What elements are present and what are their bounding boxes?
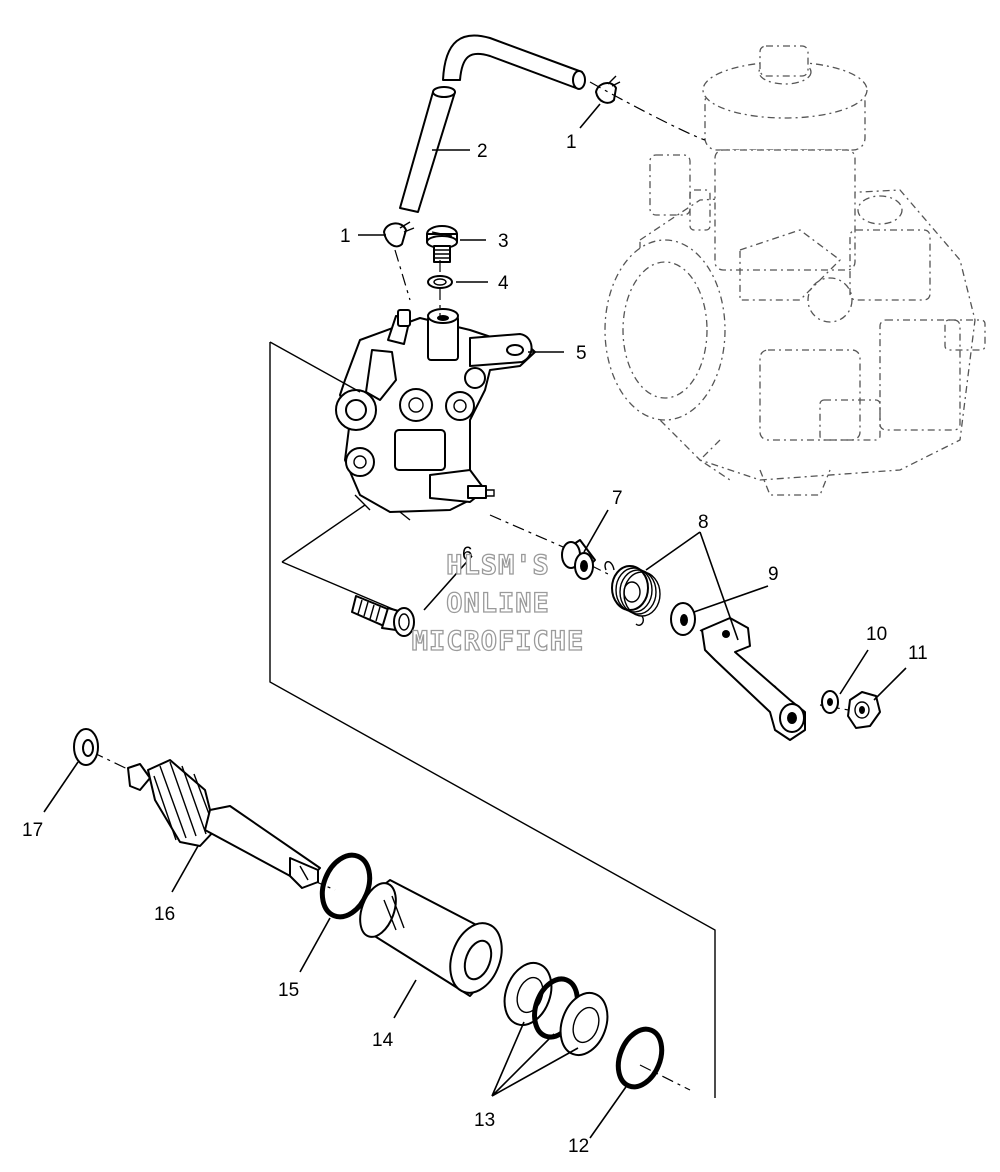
callout-numbers: 1 1 2 3 4 5 6 7 8 9 10 11 12 13 14 15 16… bbox=[22, 132, 928, 1157]
callout-12: 12 bbox=[568, 1136, 589, 1157]
watermark-line-1: HLSM'S bbox=[446, 550, 550, 581]
callout-1-top: 1 bbox=[566, 132, 577, 153]
hose-clamp-left bbox=[383, 221, 415, 248]
lock-washer bbox=[821, 690, 839, 714]
shim-set bbox=[503, 962, 609, 1056]
control-lever bbox=[701, 617, 806, 741]
oil-pump-body bbox=[335, 308, 536, 521]
drive-sleeve bbox=[561, 539, 596, 580]
callout-1-left: 1 bbox=[340, 226, 351, 247]
callout-11: 11 bbox=[908, 643, 928, 664]
drive-gear-shaft bbox=[127, 759, 321, 889]
retaining-ring bbox=[615, 1026, 665, 1090]
callout-8: 8 bbox=[698, 512, 709, 533]
watermark-line-2: ONLINE bbox=[446, 588, 550, 619]
thrust-washer bbox=[73, 728, 99, 766]
callout-5: 5 bbox=[576, 343, 587, 364]
callout-15: 15 bbox=[278, 980, 299, 1001]
hex-nut bbox=[847, 691, 881, 729]
o-ring bbox=[319, 852, 373, 920]
return-spring bbox=[604, 561, 661, 626]
fuel-hose bbox=[399, 34, 586, 213]
callout-4: 4 bbox=[498, 273, 509, 294]
callout-14: 14 bbox=[372, 1030, 394, 1051]
carburetor-ghost bbox=[604, 45, 986, 496]
hose-clamp-top bbox=[595, 75, 621, 104]
callout-7: 7 bbox=[612, 488, 623, 509]
watermark: HLSM'S ONLINE MICROFICHE bbox=[411, 549, 585, 657]
callout-3: 3 bbox=[498, 231, 509, 252]
leader-lines bbox=[43, 103, 907, 1139]
callout-6: 6 bbox=[462, 544, 473, 565]
callout-9: 9 bbox=[768, 564, 779, 585]
callout-17: 17 bbox=[22, 820, 43, 841]
callout-13: 13 bbox=[474, 1110, 495, 1131]
watermark-line-3: MICROFICHE bbox=[412, 626, 585, 657]
bleed-screw bbox=[426, 225, 458, 263]
flat-washer bbox=[670, 602, 696, 636]
mounting-bolt bbox=[351, 595, 415, 637]
callout-10: 10 bbox=[866, 624, 887, 645]
sealing-washer bbox=[427, 275, 453, 289]
callout-16: 16 bbox=[154, 904, 175, 925]
callout-2: 2 bbox=[477, 141, 488, 162]
pump-cylinder bbox=[359, 879, 503, 997]
